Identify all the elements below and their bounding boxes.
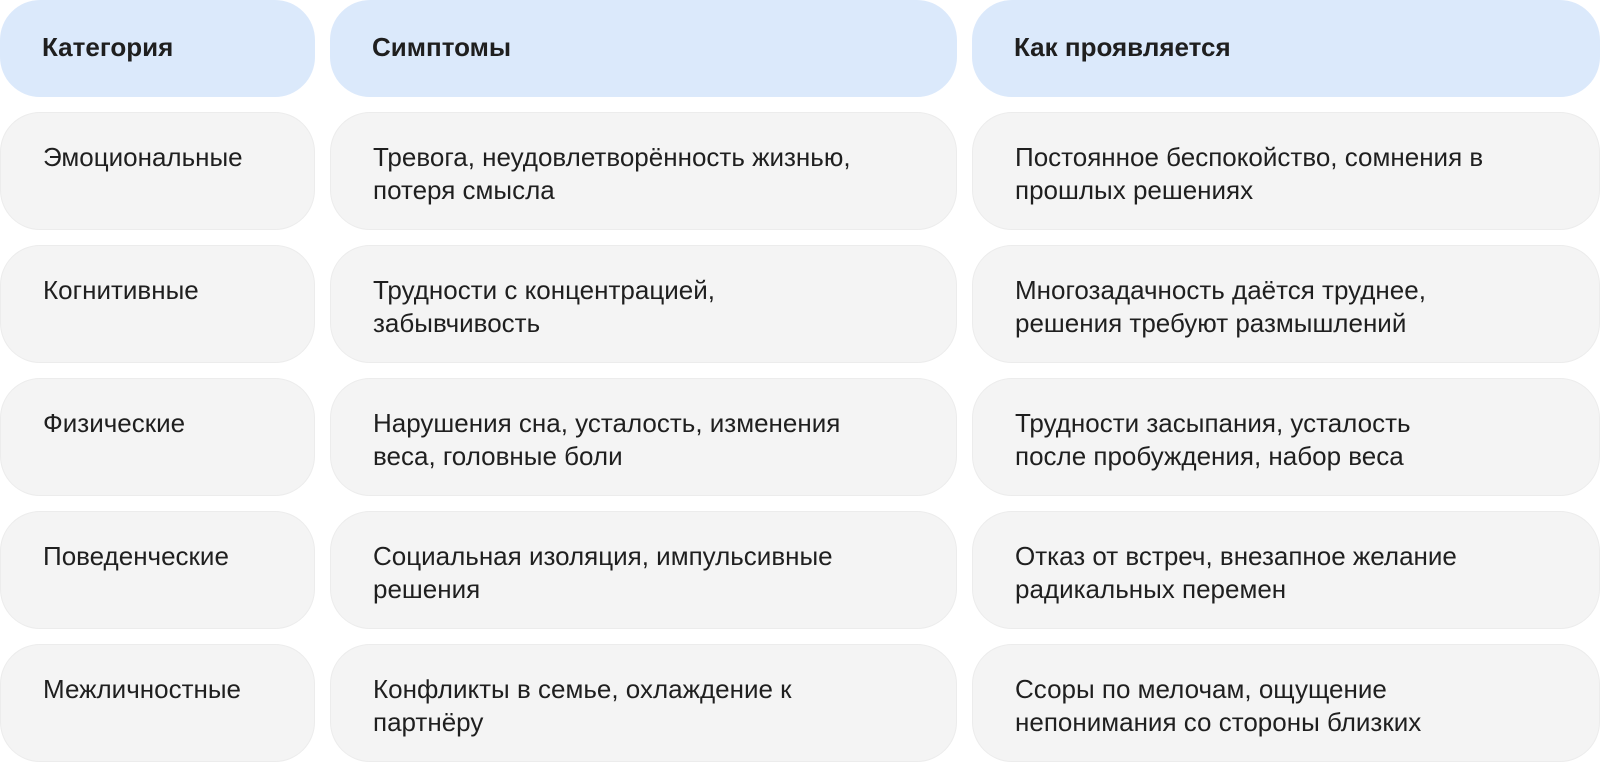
- symptoms-cell: Трудности с концентрацией, забывчивость: [330, 245, 957, 363]
- symptoms-cell: Конфликты в семье, охлаждение к партнёру: [330, 644, 957, 762]
- header-category: Категория: [0, 0, 315, 97]
- header-manifestation: Как проявляется: [972, 0, 1600, 97]
- manifestation-cell: Отказ от встреч, внезапное желание радик…: [972, 511, 1600, 629]
- manifestation-cell: Трудности засыпания, усталость после про…: [972, 378, 1600, 496]
- category-cell: Физические: [0, 378, 315, 496]
- category-cell: Межличностные: [0, 644, 315, 762]
- manifestation-cell: Многозадачность даётся труднее, решения …: [972, 245, 1600, 363]
- symptoms-cell: Нарушения сна, усталость, изменения веса…: [330, 378, 957, 496]
- category-cell: Эмоциональные: [0, 112, 315, 230]
- symptoms-cell: Тревога, неудовлетворённость жизнью, пот…: [330, 112, 957, 230]
- manifestation-cell: Постоянное беспокойство, сомнения в прош…: [972, 112, 1600, 230]
- manifestation-cell: Ссоры по мелочам, ощущение непонимания с…: [972, 644, 1600, 762]
- symptoms-cell: Социальная изоляция, импульсивные решени…: [330, 511, 957, 629]
- category-cell: Когнитивные: [0, 245, 315, 363]
- category-cell: Поведенческие: [0, 511, 315, 629]
- header-symptoms: Симптомы: [330, 0, 957, 97]
